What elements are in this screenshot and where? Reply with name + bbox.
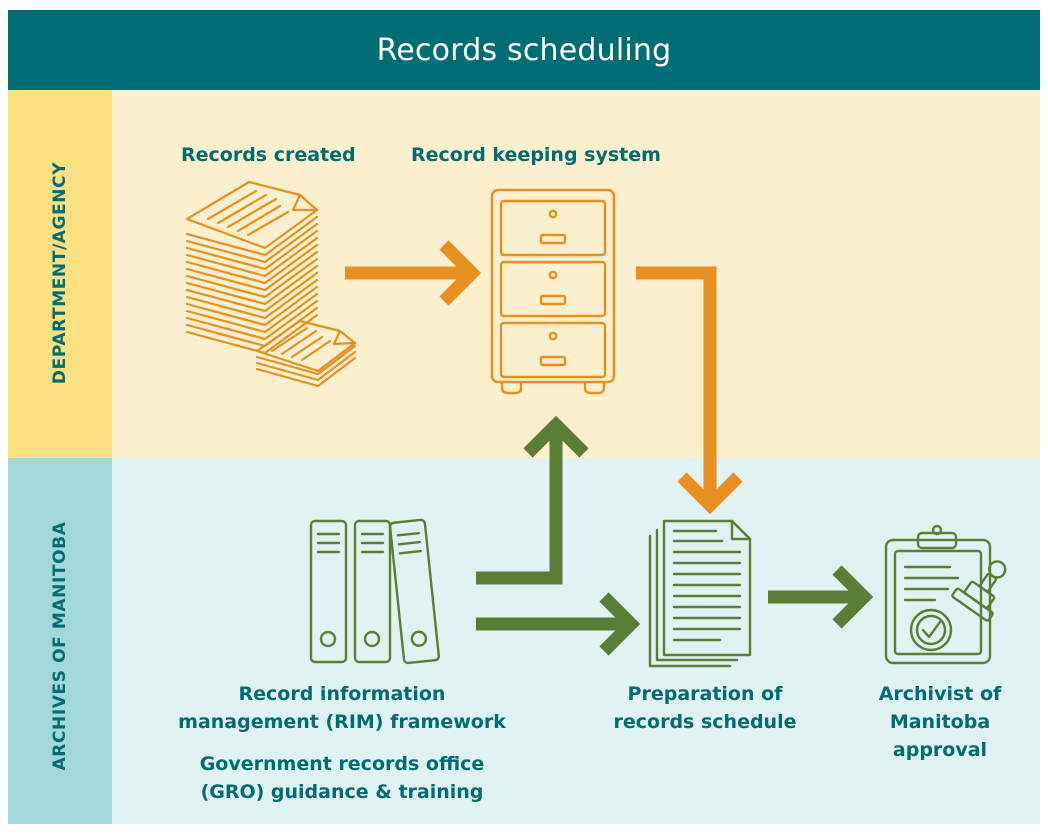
gro-guidance-label: Government records office (GRO) guidance…: [167, 750, 517, 806]
archives-lane-header: [8, 458, 112, 824]
archivist-approval-label: Archivist of Manitoba approval: [845, 680, 1035, 764]
archives-lane: [8, 458, 1040, 824]
arrow-preparation-to-approval: [768, 565, 874, 629]
diagram-title: Records scheduling: [8, 10, 1040, 90]
paper-stack-small: [255, 319, 357, 388]
arrow-rim-to-cabinet: [476, 415, 589, 585]
arrow-rim-to-preparation: [476, 592, 641, 656]
preparation-line2: records schedule: [613, 711, 797, 733]
department-lane: [8, 90, 1040, 458]
preparation-line1: Preparation of: [627, 683, 783, 705]
rim-framework-line2: management (RIM) framework: [178, 711, 506, 733]
records-created-label: Records created: [181, 144, 356, 166]
binders-icon: [309, 518, 441, 665]
archivist-line2: Manitoba: [889, 711, 991, 733]
document-stack-icon: [648, 519, 752, 668]
rim-framework-line1: Record information: [238, 683, 446, 705]
clipboard-stamp-icon: [884, 524, 1007, 665]
paper-stack-large: [185, 180, 319, 355]
arrow-cabinet-to-preparation: [636, 266, 743, 515]
gro-line2: (GRO) guidance & training: [200, 781, 484, 803]
archivist-line1: Archivist of: [878, 683, 1002, 705]
gro-line1: Government records office: [199, 753, 485, 775]
filing-cabinet-icon: [490, 188, 616, 395]
preparation-label: Preparation of records schedule: [595, 680, 815, 736]
arrow-records-to-cabinet: [345, 240, 482, 306]
archivist-line3: approval: [892, 739, 988, 761]
record-keeping-system-label: Record keeping system: [411, 144, 661, 166]
department-lane-header: [8, 90, 112, 458]
rim-framework-label: Record information management (RIM) fram…: [167, 680, 517, 736]
stacked-documents-icon: [185, 180, 357, 388]
